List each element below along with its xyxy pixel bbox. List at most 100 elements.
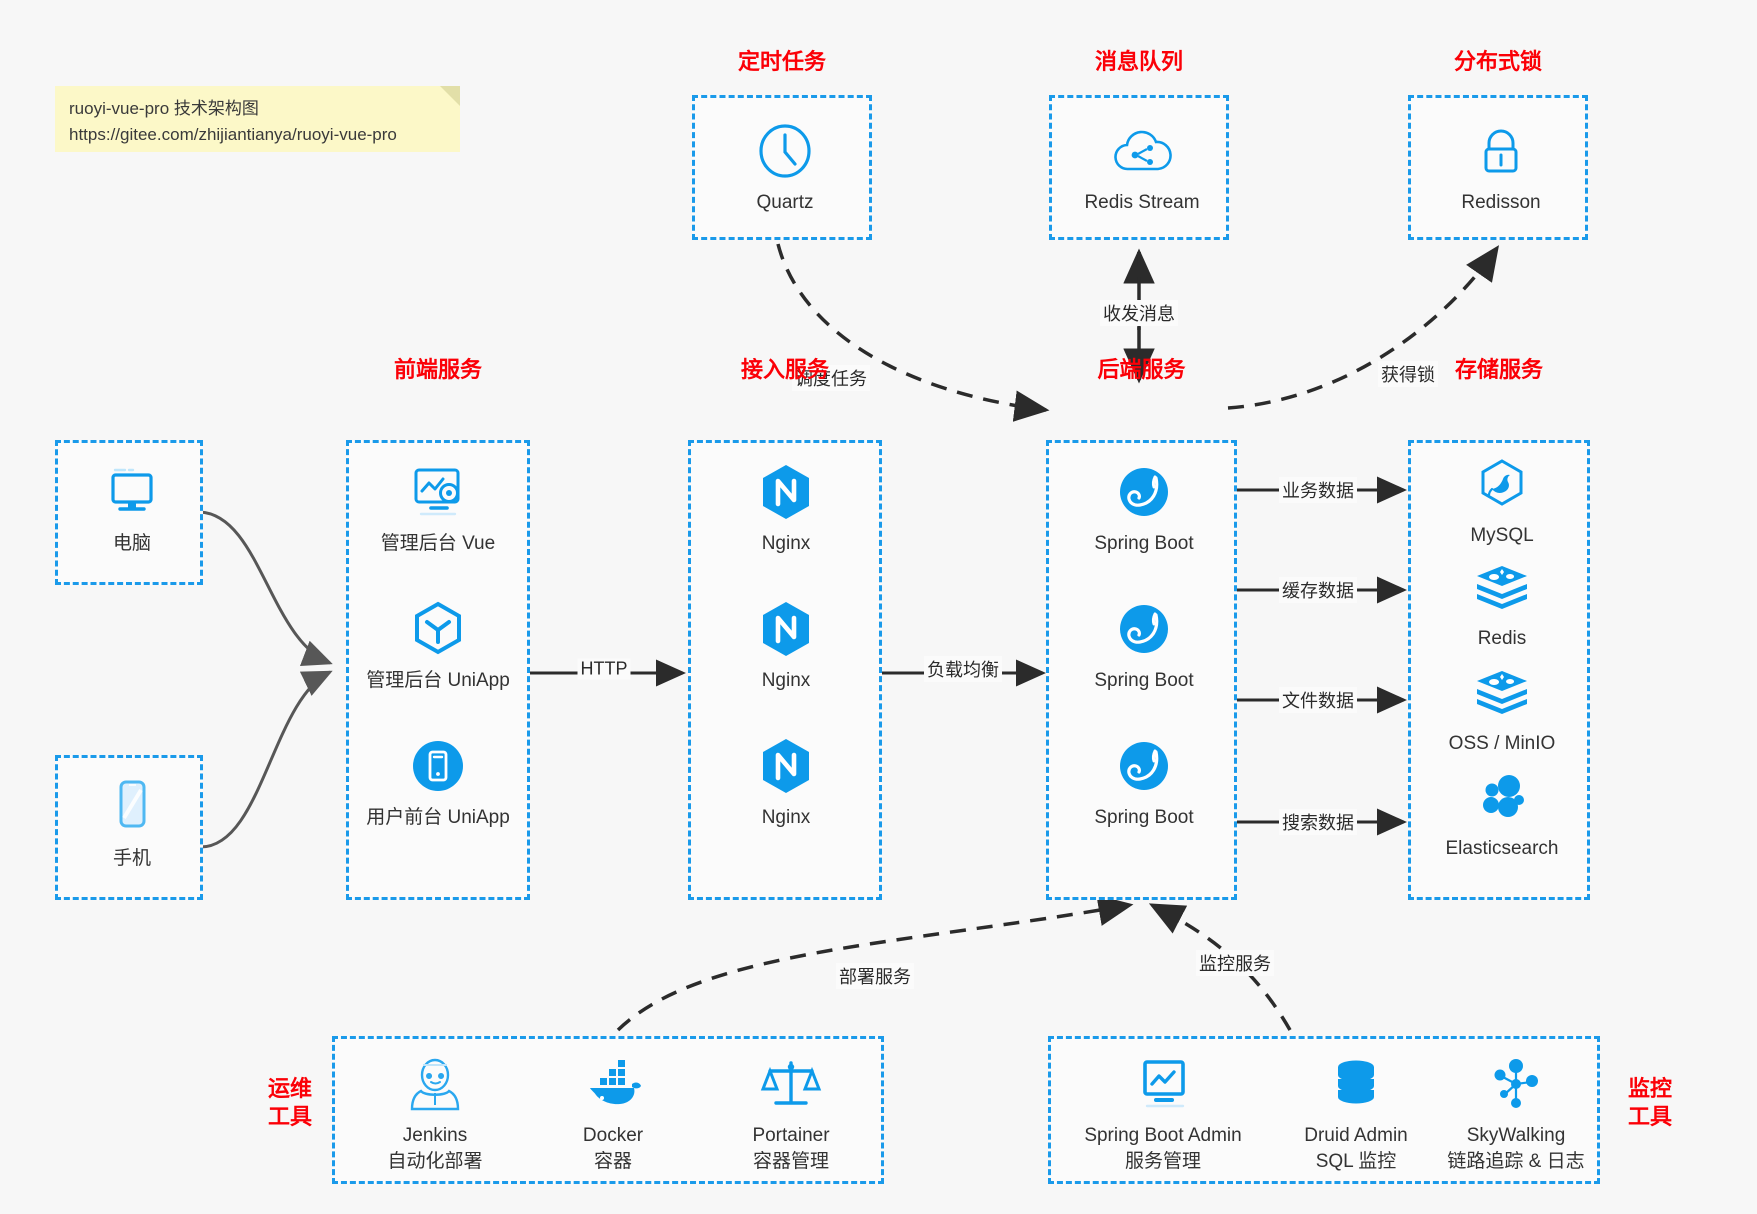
node-skywalking[interactable]: SkyWalking 链路追踪 & 日志	[1421, 1053, 1611, 1174]
edge-label-http: HTTP	[577, 658, 631, 680]
group-box-backend: Spring Boot Spring Boot Spring Boot	[1046, 440, 1237, 900]
group-box-monitoring: Spring Boot Admin 服务管理 Druid Admin SQL 监…	[1048, 1036, 1600, 1184]
note-line-1: ruoyi-vue-pro 技术架构图	[69, 99, 259, 118]
node-label: 用户前台 UniApp	[366, 807, 510, 828]
note-line-2: https://gitee.com/zhijiantianya/ruoyi-vu…	[69, 124, 397, 144]
scales-balance-icon	[760, 1053, 822, 1115]
desktop-monitor-icon	[103, 461, 161, 523]
node-label: 电脑	[112, 533, 151, 554]
edge-label-monitor-service: 监控服务	[1196, 950, 1274, 976]
group-header-monitoring-line-1: 监控	[1627, 1076, 1672, 1101]
node-nginx-3[interactable]: Nginx	[713, 735, 859, 831]
group-header-devops-line-1: 运维	[267, 1076, 312, 1101]
redis-stack-icon	[1472, 556, 1532, 618]
node-admin-uniapp[interactable]: 管理后台 UniApp	[365, 598, 511, 694]
node-label: 管理后台 UniApp	[366, 670, 510, 691]
group-box-storage: MySQL Redis	[1408, 440, 1590, 900]
edge-label-schedule-task: 调度任务	[792, 365, 870, 391]
node-nginx-2[interactable]: Nginx	[713, 598, 859, 694]
skywalking-nodes-icon	[1487, 1053, 1545, 1115]
node-redis[interactable]: Redis	[1429, 556, 1575, 652]
node-label: Nginx	[761, 807, 811, 828]
group-header-distributed-lock: 分布式锁	[1453, 49, 1542, 74]
group-box-frontend: 管理后台 Vue 管理后台 UniApp 用户前台 UniApp	[346, 440, 530, 900]
node-pc[interactable]: 电脑	[62, 461, 202, 557]
node-label: Spring Boot	[1094, 807, 1194, 828]
node-label: SkyWalking	[1466, 1125, 1566, 1146]
node-druid-admin[interactable]: Druid Admin SQL 监控	[1266, 1053, 1446, 1174]
group-box-client-pc: 电脑	[55, 440, 203, 585]
node-mysql[interactable]: MySQL	[1429, 453, 1575, 549]
group-header-frontend: 前端服务	[393, 357, 482, 382]
mobile-circle-icon	[409, 735, 467, 797]
elasticsearch-icon	[1474, 766, 1530, 828]
edge-label-business-data: 业务数据	[1279, 477, 1357, 503]
nginx-icon	[758, 735, 814, 797]
node-label: Quartz	[756, 192, 814, 213]
node-label: Jenkins	[402, 1125, 468, 1146]
group-header-scheduled-task: 定时任务	[737, 49, 826, 74]
node-oss-minio[interactable]: OSS / MinIO	[1429, 661, 1575, 757]
node-spring-boot-3[interactable]: Spring Boot	[1071, 735, 1217, 831]
diagram-note: ruoyi-vue-pro 技术架构图 https://gitee.com/zh…	[55, 86, 460, 152]
group-box-scheduled-task: Quartz	[692, 95, 872, 240]
edge-label-search-data: 搜索数据	[1279, 809, 1357, 835]
spring-leaf-icon	[1115, 598, 1173, 660]
edge-label-load-balance: 负载均衡	[924, 656, 1002, 682]
node-label: Redis	[1477, 628, 1527, 649]
edge-label-send-receive-message: 收发消息	[1100, 300, 1178, 326]
cloud-stream-icon	[1112, 120, 1172, 182]
smartphone-icon	[109, 776, 155, 838]
group-header-devops: 运维 工具	[255, 1075, 325, 1130]
node-elasticsearch[interactable]: Elasticsearch	[1429, 766, 1575, 862]
node-label: Nginx	[761, 533, 811, 554]
group-box-gateway: Nginx Nginx Nginx	[688, 440, 882, 900]
node-label: OSS / MinIO	[1448, 733, 1556, 754]
group-header-storage: 存储服务	[1454, 357, 1543, 382]
node-user-uniapp[interactable]: 用户前台 UniApp	[365, 735, 511, 831]
node-label: Elasticsearch	[1445, 838, 1559, 859]
node-label: Redis Stream	[1084, 192, 1200, 213]
node-label: 手机	[112, 848, 151, 869]
node-spring-boot-1[interactable]: Spring Boot	[1071, 461, 1217, 557]
group-box-distributed-lock: Redisson	[1408, 95, 1588, 240]
mysql-dolphin-icon	[1475, 453, 1529, 515]
edge-label-acquire-lock: 获得锁	[1378, 361, 1438, 387]
node-jenkins[interactable]: Jenkins 自动化部署	[355, 1053, 515, 1174]
node-spring-boot-admin[interactable]: Spring Boot Admin 服务管理	[1063, 1053, 1263, 1174]
spring-leaf-icon	[1115, 461, 1173, 523]
monitor-chart-icon	[1133, 1053, 1193, 1115]
node-sublabel: 服务管理	[1124, 1150, 1201, 1172]
group-box-devops: Jenkins 自动化部署 Docker 容器	[332, 1036, 884, 1184]
group-box-message-queue: Redis Stream	[1049, 95, 1229, 240]
node-label: Spring Boot	[1094, 670, 1194, 691]
clock-icon	[756, 120, 814, 182]
group-header-devops-line-2: 工具	[267, 1103, 312, 1129]
node-label: Spring Boot Admin	[1084, 1125, 1242, 1146]
node-admin-vue[interactable]: 管理后台 Vue	[365, 461, 511, 557]
node-portainer[interactable]: Portainer 容器管理	[711, 1053, 871, 1174]
node-redis-stream[interactable]: Redis Stream	[1072, 120, 1212, 216]
node-spring-boot-2[interactable]: Spring Boot	[1071, 598, 1217, 694]
group-header-gateway: 接入服务	[740, 357, 829, 382]
redis-stack-icon	[1472, 661, 1532, 723]
jenkins-butler-icon	[407, 1053, 463, 1115]
node-redisson[interactable]: Redisson	[1431, 120, 1571, 216]
note-dogear-icon	[440, 86, 460, 106]
database-cylinder-icon	[1328, 1053, 1384, 1115]
node-docker[interactable]: Docker 容器	[533, 1053, 693, 1174]
node-mobile[interactable]: 手机	[62, 776, 202, 872]
edge-label-cache-data: 缓存数据	[1279, 577, 1357, 603]
group-box-client-mobile: 手机	[55, 755, 203, 900]
spring-leaf-icon	[1115, 735, 1173, 797]
lock-icon	[1474, 120, 1528, 182]
node-label: Druid Admin	[1304, 1125, 1408, 1146]
node-label: Spring Boot	[1094, 533, 1194, 554]
edge-label-deploy-service: 部署服务	[836, 963, 914, 989]
node-label: Portainer	[752, 1125, 830, 1146]
nginx-icon	[758, 461, 814, 523]
node-quartz[interactable]: Quartz	[715, 120, 855, 216]
node-nginx-1[interactable]: Nginx	[713, 461, 859, 557]
node-label: Nginx	[761, 670, 811, 691]
dashboard-gear-icon	[407, 461, 469, 523]
